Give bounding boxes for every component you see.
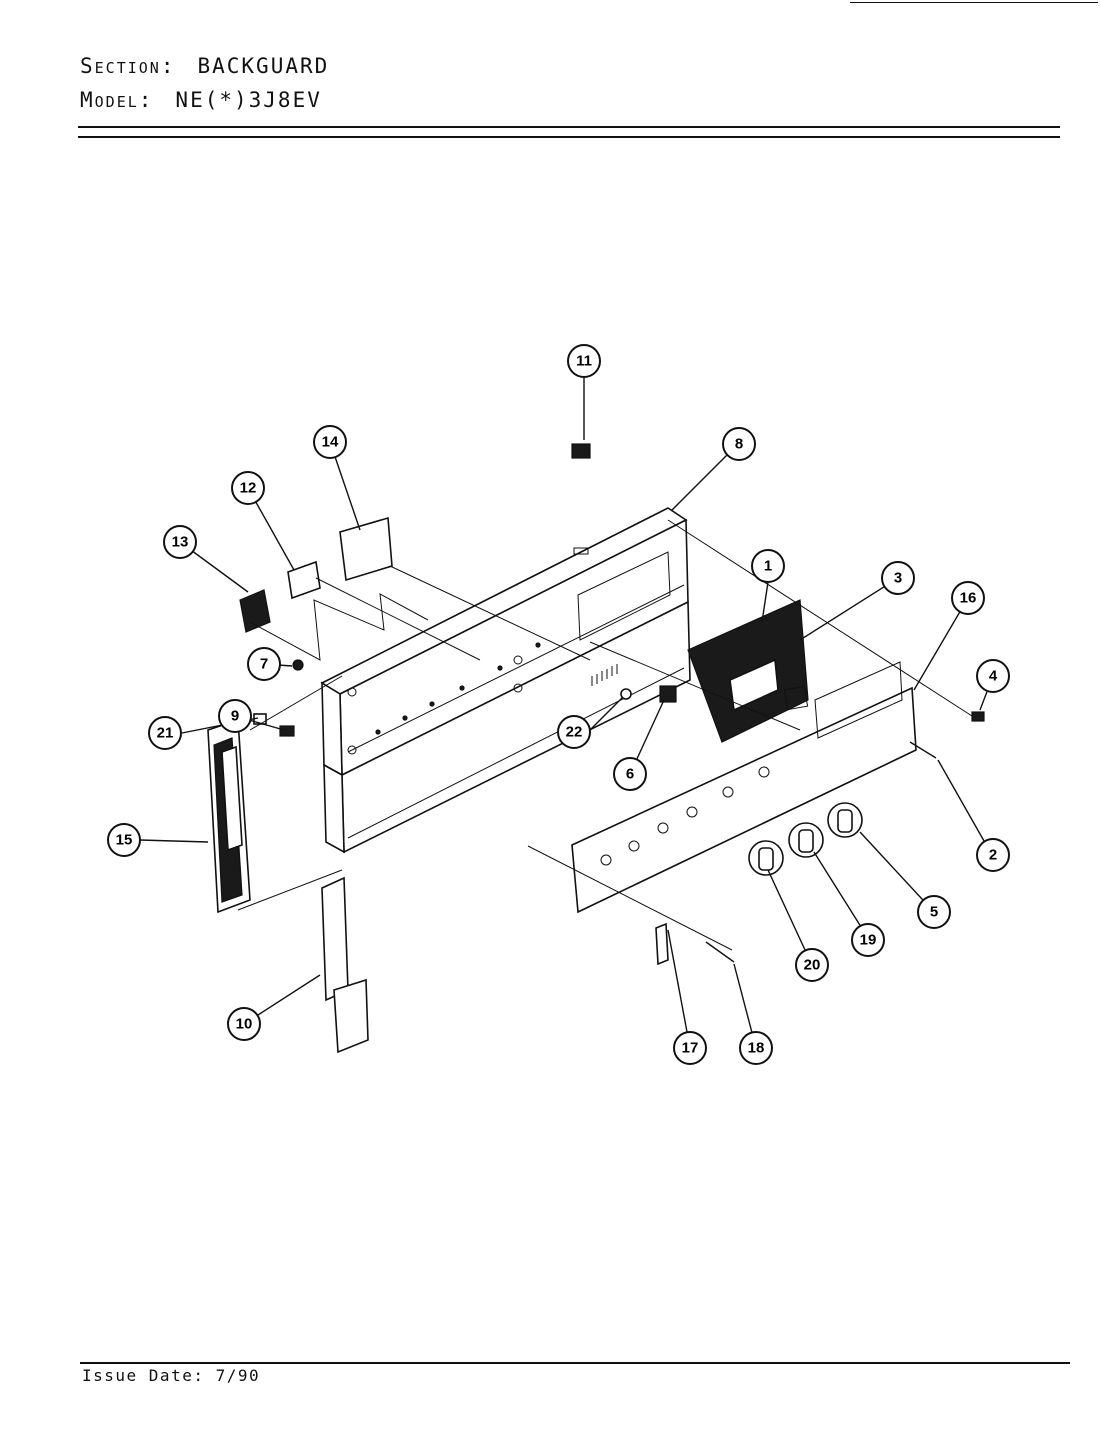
- callout-10: 10: [227, 1007, 261, 1041]
- svg-text:5: 5: [930, 904, 938, 921]
- model-heading: Model: NE(*)3J8EV: [80, 90, 322, 111]
- screw-18: [705, 941, 735, 963]
- svg-text:7: 7: [260, 656, 268, 673]
- knob-5: [827, 802, 863, 838]
- trim-17: [655, 922, 669, 966]
- callout-14: 14: [313, 425, 347, 459]
- footer-rule: [80, 1362, 1070, 1364]
- svg-text:14: 14: [322, 434, 339, 451]
- callout-6: 6: [613, 757, 647, 791]
- control-panel: [571, 661, 917, 914]
- knob-20: [748, 840, 784, 876]
- svg-text:21: 21: [157, 725, 174, 742]
- callout-11: 11: [567, 344, 601, 378]
- screw-22: [620, 688, 632, 700]
- svg-text:11: 11: [576, 353, 592, 370]
- callout-4: 4: [976, 659, 1010, 693]
- svg-text:3: 3: [894, 570, 902, 587]
- callout-9: 9: [218, 699, 252, 733]
- model-label: Model:: [80, 88, 154, 112]
- corner-rule: [850, 2, 1098, 3]
- svg-text:9: 9: [231, 708, 239, 725]
- svg-text:18: 18: [748, 1040, 765, 1057]
- callout-19: 19: [851, 923, 885, 957]
- header-rule-bottom: [78, 136, 1060, 138]
- svg-text:19: 19: [860, 932, 877, 949]
- section-label: Section:: [80, 54, 176, 78]
- callout-8: 8: [722, 427, 756, 461]
- svg-text:15: 15: [116, 832, 133, 849]
- switch-12: [287, 560, 321, 600]
- issue-date: Issue Date: 7/90: [82, 1366, 261, 1385]
- svg-text:13: 13: [172, 534, 189, 551]
- clock-timer-module: [687, 599, 809, 743]
- light-6: [659, 685, 677, 703]
- callout-15: 15: [107, 823, 141, 857]
- callout-7: 7: [247, 647, 281, 681]
- svg-text:10: 10: [236, 1016, 253, 1033]
- callout-13: 13: [163, 525, 197, 559]
- section-value: BACKGUARD: [197, 54, 330, 78]
- switch-13: [239, 589, 271, 633]
- model-value: NE(*)3J8EV: [175, 88, 322, 112]
- screw-4: [971, 711, 985, 722]
- svg-text:1: 1: [764, 558, 772, 575]
- callout-20: 20: [795, 948, 829, 982]
- backguard-housing: [320, 507, 691, 854]
- callout-16: 16: [951, 581, 985, 615]
- callout-21: 21: [148, 716, 182, 750]
- callout-5: 5: [917, 895, 951, 929]
- mounting-bracket: [321, 876, 369, 1054]
- svg-text:17: 17: [682, 1040, 699, 1057]
- screw-9: [279, 725, 295, 737]
- callout-2: 2: [976, 838, 1010, 872]
- callout-18: 18: [739, 1031, 773, 1065]
- header-rule-top: [78, 126, 1060, 128]
- svg-text:2: 2: [989, 847, 997, 864]
- svg-text:20: 20: [804, 957, 821, 974]
- screw-2: [909, 741, 937, 759]
- callout-3: 3: [881, 561, 915, 595]
- knob-19: [788, 822, 824, 858]
- svg-text:22: 22: [566, 724, 583, 741]
- end-cap: [207, 718, 251, 914]
- svg-text:16: 16: [960, 590, 977, 607]
- svg-text:6: 6: [626, 766, 634, 783]
- clip-11: [571, 443, 591, 459]
- svg-text:8: 8: [735, 436, 743, 453]
- assembly-lines: [237, 519, 973, 951]
- callout-1: 1: [751, 549, 785, 583]
- vent-slots: [591, 664, 618, 686]
- callout-12: 12: [231, 471, 265, 505]
- grommet-7: [292, 659, 304, 671]
- section-heading: Section: BACKGUARD: [80, 56, 329, 77]
- svg-text:12: 12: [240, 480, 257, 497]
- callout-17: 17: [673, 1031, 707, 1065]
- switch-14: [339, 516, 393, 582]
- callout-22: 22: [557, 715, 591, 749]
- svg-text:4: 4: [989, 668, 998, 685]
